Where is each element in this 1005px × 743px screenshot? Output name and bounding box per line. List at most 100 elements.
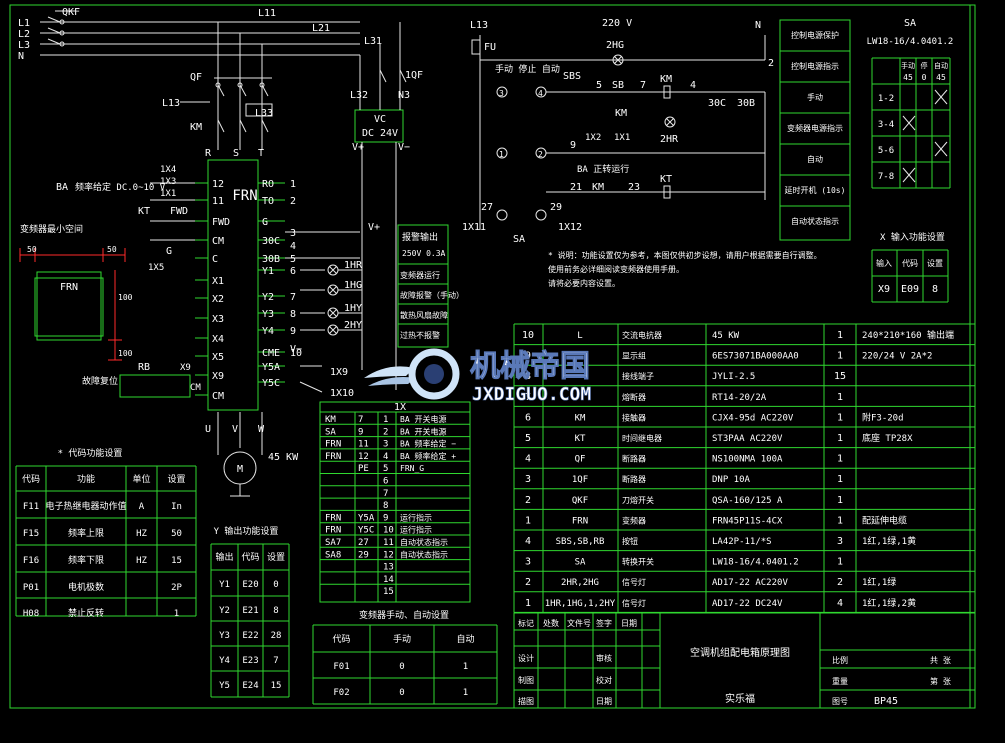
- f-cell-0-2: 1: [463, 662, 468, 672]
- ba-label: BA: [56, 182, 68, 193]
- v-plus-out: V+: [368, 222, 380, 233]
- frn-term-X1: X1: [212, 276, 224, 287]
- note-0: * 说明：功能设置仅为参考，本图仅供初步设想，请用户根据需要自行调整。: [548, 250, 822, 260]
- kt-coil: KT: [660, 174, 672, 185]
- x-head-2: 设置: [927, 258, 943, 268]
- bom-no-13: 1: [525, 598, 531, 609]
- v-minus-out: V−: [290, 344, 302, 355]
- frn-node-8: 8: [290, 309, 296, 320]
- mode-contact-label-1: 1: [499, 150, 504, 159]
- ba-node-1X1: 1X1: [160, 189, 176, 199]
- bom-qty-11: 1: [837, 557, 843, 568]
- tb-desc-8: 运行指示: [400, 512, 432, 522]
- frn-term-12: 12: [212, 179, 224, 190]
- code-cell-0-2: A: [139, 502, 145, 512]
- sa-col-2: 自动: [934, 61, 948, 70]
- sa-model: LW18-16/4.0401.2: [867, 37, 954, 47]
- fwd-node: FWD: [170, 206, 188, 217]
- bus-label-L3: L3: [18, 40, 30, 51]
- frn-term-Y5C: Y5C: [262, 378, 280, 389]
- qf-label: QF: [190, 72, 202, 83]
- rb-label: RB: [138, 362, 150, 373]
- frn-term-X5: X5: [212, 352, 224, 363]
- y-cell-4-1: E24: [242, 681, 258, 691]
- x-head-1: 代码: [902, 258, 918, 268]
- sa-label: SA: [513, 234, 525, 245]
- ba-node-1X4: 1X4: [160, 165, 176, 175]
- l33-label: L33: [255, 108, 273, 119]
- bom-qty-10: 3: [837, 536, 843, 547]
- fu-label: FU: [484, 42, 496, 53]
- frn-term-Y4: Y4: [262, 326, 274, 337]
- tb-mid-2: 日期: [596, 697, 612, 706]
- title-block: [513, 612, 976, 709]
- bom-no-5: 5: [525, 433, 531, 444]
- km-coil-icon: [663, 85, 671, 99]
- x-head-0: 输入: [876, 258, 892, 268]
- frn-term-Y1: Y1: [262, 266, 274, 277]
- bom-code-8: QKF: [572, 496, 588, 506]
- terminal-block: [319, 401, 471, 603]
- bom-code-9: FRN: [572, 516, 588, 526]
- code-title: * 代码功能设置: [58, 447, 123, 459]
- bom-no-0: 10: [522, 330, 534, 341]
- tb-num-12: 13: [383, 563, 394, 573]
- bom-note-4: 附F3-20d: [862, 411, 904, 423]
- tb-num-1: 2: [383, 427, 388, 437]
- tb-desc-9: 运行指示: [400, 525, 432, 535]
- bom-code-13: 1HR,1HG,1,2HY: [545, 599, 616, 609]
- x10-out: 1X10: [330, 388, 354, 399]
- tb-num-0: 1: [383, 415, 388, 425]
- x9-out: 1X9: [330, 367, 348, 378]
- bus-label-L1: L1: [18, 18, 30, 29]
- bom-model-2: JYLI-2.5: [712, 372, 755, 382]
- code-cell-3-3: 2P: [171, 583, 182, 593]
- tb-num-8: 9: [383, 513, 388, 523]
- bus-label-L2: L2: [18, 29, 30, 40]
- sa-angle-2: 45: [936, 73, 946, 82]
- code-head-2: 单位: [132, 473, 150, 485]
- bom-note-13: 1红,1绿,2黄: [862, 597, 916, 609]
- code-cell-1-2: HZ: [136, 529, 147, 539]
- bom-name-6: 断路器: [622, 454, 646, 464]
- sa-angle-1: 0: [922, 73, 927, 82]
- tb-num-14: 15: [383, 587, 394, 597]
- lamp-label-1HG: 1HG: [344, 280, 362, 291]
- bom-code-0: L: [577, 331, 582, 341]
- code-cell-2-2: HZ: [136, 556, 147, 566]
- bom-name-5: 时间继电器: [622, 433, 662, 443]
- min-space-frn: FRN: [60, 282, 78, 293]
- motor-label: M: [237, 464, 243, 475]
- func-6: 自动状态指示: [791, 216, 839, 226]
- bom-name-0: 交流电抗器: [622, 330, 662, 340]
- ctrl-node-2: 2: [768, 58, 774, 69]
- frn-term-FWD: FWD: [212, 217, 230, 228]
- f-title: 变频器手动、自动设置: [359, 609, 449, 621]
- bom-code-7: 1QF: [572, 475, 588, 485]
- bom-name-2: 接线端子: [622, 371, 654, 381]
- sa-pos-7-8: 7-8: [878, 172, 894, 182]
- frn-term-Y3: Y3: [262, 309, 274, 320]
- tb-num-10: 11: [383, 538, 394, 548]
- frn-node-2: 2: [290, 196, 296, 207]
- ctrl-node-4: 4: [690, 80, 696, 91]
- ctrl-node-9: 9: [570, 140, 576, 151]
- y-head-1: 代码: [241, 552, 259, 563]
- ctrl-node-21: 21: [570, 182, 582, 193]
- frn-term-X2: X2: [212, 294, 224, 305]
- vc-label: VC: [374, 114, 386, 125]
- tb-num-6: 7: [383, 489, 388, 499]
- alarm-item-3: 过热不报警: [400, 330, 440, 340]
- bom-no-8: 2: [525, 495, 531, 506]
- branch-l31: L31: [364, 36, 382, 47]
- ctrl-node-29: 29: [550, 202, 562, 213]
- tb-desc-1: BA 开关电源: [400, 426, 446, 436]
- frn-term-X4: X4: [212, 334, 224, 345]
- bom-name-9: 变频器: [622, 515, 646, 525]
- tb-right-1: 共 张: [930, 656, 951, 665]
- ctrl-l13: L13: [470, 20, 488, 31]
- w-label: W: [258, 424, 265, 435]
- frn-node-9: 9: [290, 326, 296, 337]
- tb-desc-4: FRN_G: [400, 464, 424, 473]
- tb-title: 1X: [394, 402, 406, 413]
